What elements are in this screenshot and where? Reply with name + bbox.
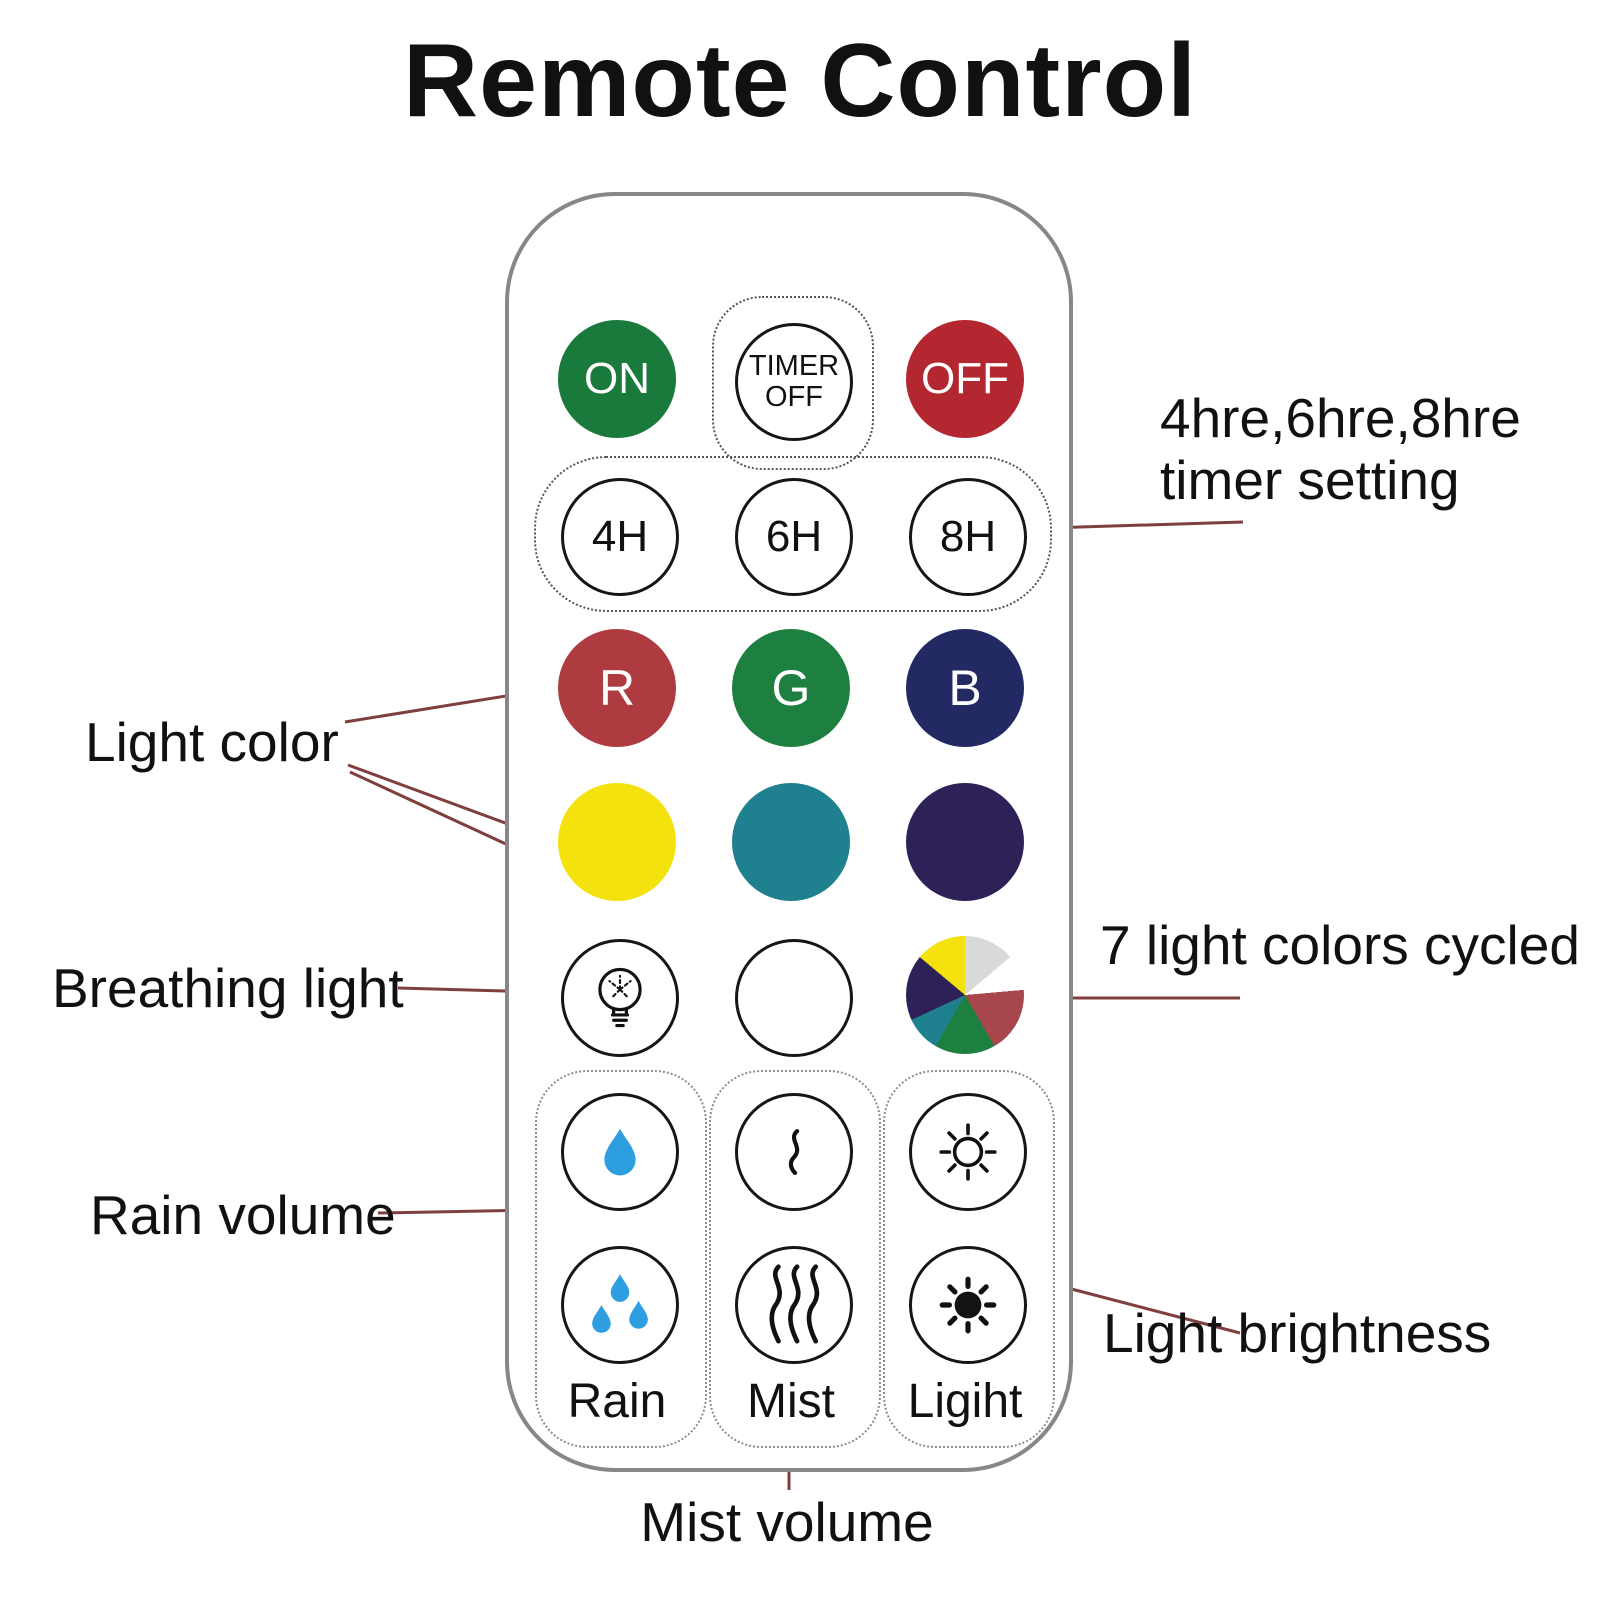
annotation-light-color: Light color	[85, 711, 339, 773]
water-drop-icon	[604, 1128, 636, 1176]
annotation-seven-colors: 7 light colors cycled	[1100, 914, 1580, 976]
off-button[interactable]: OFF	[906, 320, 1024, 438]
breathing-light-button[interactable]	[561, 939, 679, 1057]
timer-4h-button[interactable]: 4H	[561, 478, 679, 596]
light-column-label: Ligiht	[907, 1375, 1023, 1428]
timer-row-group-outline	[534, 456, 1052, 612]
mist-wave-icon	[788, 1129, 800, 1175]
timer-8h-button[interactable]: 8H	[909, 478, 1027, 596]
remote-body: ON TIMER OFF OFF 4H 6H 8H R G B	[505, 192, 1073, 1472]
mist-high-button[interactable]	[735, 1246, 853, 1364]
timer-8h-label: 8H	[939, 512, 997, 561]
timer-6h-button[interactable]: 6H	[735, 478, 853, 596]
on-button-label: ON	[584, 354, 650, 403]
green-color-label: G	[771, 660, 811, 716]
annotation-mist-volume: Mist volume	[640, 1491, 934, 1553]
timer-off-button[interactable]: TIMER OFF	[735, 323, 853, 441]
red-color-button[interactable]: R	[558, 629, 676, 747]
mist-waves-icon	[769, 1264, 820, 1344]
timer-6h-label: 6H	[765, 512, 823, 561]
annotation-rain-volume: Rain volume	[90, 1184, 396, 1246]
sun-filled-icon	[939, 1276, 997, 1334]
mist-column-outline	[709, 1070, 881, 1448]
rain-column-outline	[535, 1070, 707, 1448]
water-drops-icon	[592, 1274, 648, 1333]
teal-color-button[interactable]	[732, 783, 850, 901]
green-color-button[interactable]: G	[732, 629, 850, 747]
yellow-color-button[interactable]	[558, 783, 676, 901]
timer-4h-label: 4H	[591, 512, 649, 561]
mist-column-label: Mist	[747, 1375, 835, 1428]
white-color-button[interactable]	[735, 939, 853, 1057]
timer-off-button-label: TIMER OFF	[748, 349, 840, 413]
annotation-light-brightness: Light brightness	[1103, 1302, 1492, 1364]
annotation-timer-setting: 4hre,6hre,8hre timer setting	[1160, 387, 1521, 511]
light-bulb-icon	[598, 967, 642, 1028]
rain-column-label: Rain	[567, 1375, 667, 1428]
on-button[interactable]: ON	[558, 320, 676, 438]
sun-outline-icon	[939, 1123, 997, 1181]
blue-color-label: B	[948, 660, 982, 716]
page-title: Remote Control	[403, 23, 1197, 139]
light-column-outline	[883, 1070, 1055, 1448]
color-cycle-button[interactable]	[906, 936, 1024, 1054]
off-button-label: OFF	[921, 354, 1009, 403]
rain-high-button[interactable]	[561, 1246, 679, 1364]
timer-off-group-outline	[712, 296, 874, 470]
red-color-label: R	[598, 660, 636, 716]
annotation-breathing-light: Breathing light	[52, 957, 404, 1019]
purple-color-button[interactable]	[906, 783, 1024, 901]
brightness-down-button[interactable]	[909, 1246, 1027, 1364]
blue-color-button[interactable]: B	[906, 629, 1024, 747]
